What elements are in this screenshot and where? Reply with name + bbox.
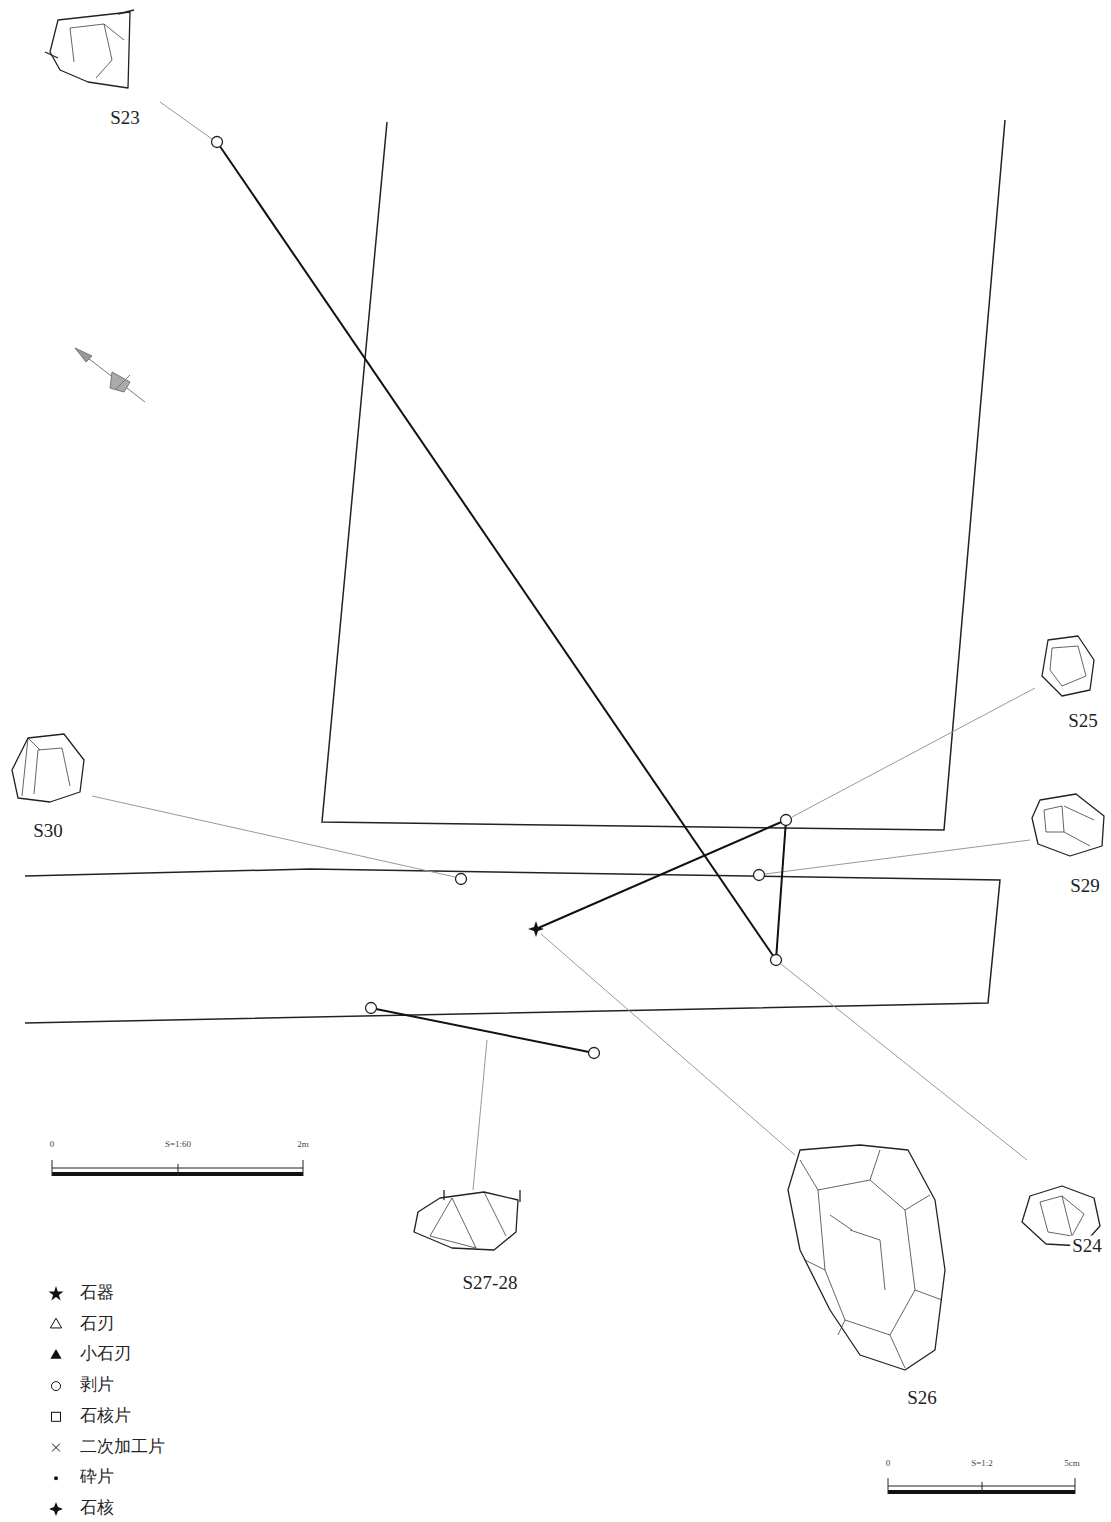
core-point xyxy=(528,921,544,937)
artifact-label: S23 xyxy=(108,108,142,129)
flake-point xyxy=(754,870,765,881)
artifact-label: S30 xyxy=(31,821,65,842)
artifact-s26 xyxy=(788,1145,945,1370)
legend-symbol xyxy=(54,1476,58,1480)
legend-text: 石刃 xyxy=(80,1315,114,1334)
scale-bar xyxy=(888,1478,1075,1494)
scale-label: 2m xyxy=(295,1140,311,1150)
scale-label: 0 xyxy=(884,1459,893,1469)
artifact-s30 xyxy=(12,734,84,802)
legend-text: 砕片 xyxy=(80,1468,114,1487)
artifact-label: S25 xyxy=(1066,711,1100,732)
legend-symbol xyxy=(52,1382,61,1391)
artifact-s27-28 xyxy=(414,1190,520,1250)
legend-text: 剥片 xyxy=(80,1376,114,1395)
legend-symbol xyxy=(50,1318,61,1328)
legend-symbol xyxy=(48,1286,63,1300)
scale-label: S=1:60 xyxy=(163,1140,193,1150)
flake-point xyxy=(781,815,792,826)
flake-point xyxy=(212,137,223,148)
legend-text: 石器 xyxy=(80,1284,114,1303)
artifact-label: S24 xyxy=(1070,1236,1104,1257)
leader-line xyxy=(781,964,1027,1160)
leader-line xyxy=(92,796,455,877)
flake-point xyxy=(589,1048,600,1059)
leader-line xyxy=(160,102,212,139)
flake-point xyxy=(366,1003,377,1014)
flake-point xyxy=(771,955,782,966)
artifact-s29 xyxy=(1032,794,1104,856)
artifact-s23 xyxy=(45,10,134,88)
refit-line xyxy=(776,820,786,960)
legend-text: 石核片 xyxy=(80,1407,131,1426)
refit-line xyxy=(536,820,786,929)
leader-line xyxy=(792,688,1035,817)
scale-label: 5cm xyxy=(1062,1459,1082,1469)
trench-outline xyxy=(322,120,1005,830)
legend-symbol xyxy=(49,1502,63,1516)
leader-line xyxy=(541,934,795,1155)
north-arrow xyxy=(75,348,145,402)
scale-label: S=1:2 xyxy=(969,1459,995,1469)
artifact-label: S26 xyxy=(905,1388,939,1409)
leader-line xyxy=(765,840,1030,874)
leader-line xyxy=(473,1040,487,1190)
artifact-s25 xyxy=(1042,636,1094,696)
refit-line xyxy=(217,142,776,960)
flake-point xyxy=(456,874,467,885)
refit-line xyxy=(371,1008,594,1053)
legend-symbol xyxy=(52,1412,61,1421)
scale-bar xyxy=(52,1160,303,1176)
legend-text: 二次加工片 xyxy=(80,1438,165,1457)
legend-symbol xyxy=(52,1444,60,1452)
legend-symbol xyxy=(50,1349,61,1359)
legend-text: 小石刃 xyxy=(80,1345,131,1364)
artifact-label: S29 xyxy=(1068,876,1102,897)
artifact-label: S27-28 xyxy=(461,1273,520,1294)
scale-label: 0 xyxy=(48,1140,57,1150)
trench-outline xyxy=(25,869,1000,1023)
legend-text: 石核 xyxy=(80,1499,114,1518)
